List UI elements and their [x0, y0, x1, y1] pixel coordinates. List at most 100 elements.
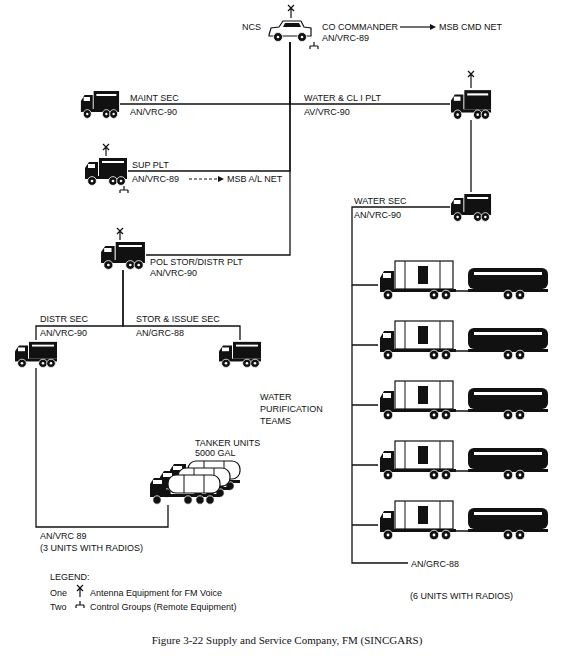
control-group-symbol [76, 601, 84, 608]
wheel-hub [519, 474, 522, 477]
wheel [47, 359, 56, 367]
truck-body-panel [236, 345, 258, 347]
truck-cab [85, 162, 98, 177]
wheel [126, 261, 135, 270]
wheel [429, 470, 439, 480]
wheel-hub [387, 534, 390, 537]
truck-window [153, 480, 162, 484]
unit-label: WATER & CL I PLT [304, 93, 381, 103]
wheel [453, 110, 461, 119]
wheel-hub [476, 113, 478, 116]
radio-label: AN/VRC-90 [150, 268, 197, 278]
truck-window [104, 248, 111, 252]
radio-net-line [290, 42, 450, 104]
radio-label: AN/VRC-90 [354, 210, 401, 220]
truck-body-panel [102, 161, 124, 163]
wheel-hub [507, 414, 510, 417]
section-vehicle: MAINT SECAN/VRC-90 [80, 89, 120, 119]
wheel [206, 496, 214, 504]
vehicle-icon [218, 340, 262, 368]
wheel [515, 530, 525, 540]
wheel-hub [507, 474, 510, 477]
purification-unit [380, 261, 548, 300]
wheel-hub [387, 414, 390, 417]
wheel [104, 261, 113, 270]
wheel-hub [433, 474, 436, 477]
wheel [274, 33, 283, 42]
truck-cab [380, 331, 394, 352]
text-label: LEGEND: [50, 572, 90, 582]
unit-label: POL STOR/DISTR PLT [150, 257, 243, 267]
shelter-rib [405, 321, 440, 349]
legend-text: Control Groups (Remote Equipment) [90, 602, 237, 612]
truck-cab [380, 271, 394, 292]
truck-body [94, 91, 119, 109]
radio-net-line [146, 42, 290, 255]
platoon-vehicle: WATER & CL I PLTAV/VRC-90 [450, 88, 492, 120]
wheel [503, 410, 513, 420]
purification-unit [380, 381, 548, 420]
vehicle-icon [450, 88, 492, 120]
radio-label: AV/VRC-90 [304, 107, 350, 117]
wheel-hub [445, 534, 448, 537]
radio-label: AN/VRC-90 [40, 328, 87, 338]
radio-net-line [36, 368, 168, 527]
shelter-rib [405, 501, 440, 529]
radio-label: AN/VRC-89 [132, 174, 179, 184]
shelter-door [418, 506, 428, 524]
wheel-hub [129, 264, 132, 267]
wheel-hub [519, 534, 522, 537]
wheel-hub [112, 113, 114, 116]
wheel [83, 110, 91, 119]
net-arrow-line [189, 178, 218, 179]
wheel-hub [433, 294, 436, 297]
antenna-symbol [117, 228, 123, 240]
truck-body [464, 194, 491, 212]
unit-label: STOR & ISSUE SEC [136, 314, 220, 324]
wheel [251, 359, 260, 367]
platoon-vehicle: POL STOR/DISTR PLTAN/VRC-90 [100, 240, 146, 270]
trailer-highlight [474, 392, 542, 395]
wheel-hub [456, 216, 458, 219]
wheel-hub [476, 216, 478, 219]
wheel [441, 410, 451, 420]
vehicle-icon [84, 156, 128, 186]
wheel-hub [519, 354, 522, 357]
wheel-hub [387, 354, 390, 357]
wheel [481, 213, 489, 222]
shelter-rib [405, 381, 440, 409]
tanker-truck [150, 475, 220, 504]
truck-window [383, 513, 391, 518]
platoon-vehicle: SUP PLTAN/VRC-89 [84, 156, 128, 186]
truck-body [116, 242, 145, 260]
wheel [503, 530, 513, 540]
unit-label: NCS [242, 22, 261, 32]
truck-cab [81, 95, 93, 110]
wheel-hub [445, 294, 448, 297]
wheel-hub [254, 362, 257, 364]
wheel [298, 33, 307, 42]
wheel [110, 110, 118, 119]
vehicle-icon [378, 258, 552, 540]
trailer-highlight [474, 512, 542, 515]
net-arrow-head [430, 24, 436, 30]
wheel [383, 470, 393, 480]
truck-window [383, 453, 391, 458]
shelter [395, 321, 453, 349]
wheel-hub [445, 474, 448, 477]
wheel-hub [91, 180, 94, 183]
shelter-door [418, 326, 428, 344]
legend-text: Antenna Equipment for FM Voice [90, 588, 222, 598]
wheel [429, 530, 439, 540]
shelter-door [418, 446, 428, 464]
tanker-group: TANKER UNITS 5000 GAL [148, 458, 242, 505]
wheel-hub [107, 264, 110, 267]
radio-net-line [470, 120, 471, 192]
antenna-symbol [288, 5, 294, 18]
wheel-hub [387, 294, 390, 297]
text-label: One [50, 588, 67, 598]
wheel [429, 410, 439, 420]
purification-unit [380, 321, 548, 360]
trailer-highlight [474, 272, 542, 275]
wheel-hub [86, 113, 88, 116]
